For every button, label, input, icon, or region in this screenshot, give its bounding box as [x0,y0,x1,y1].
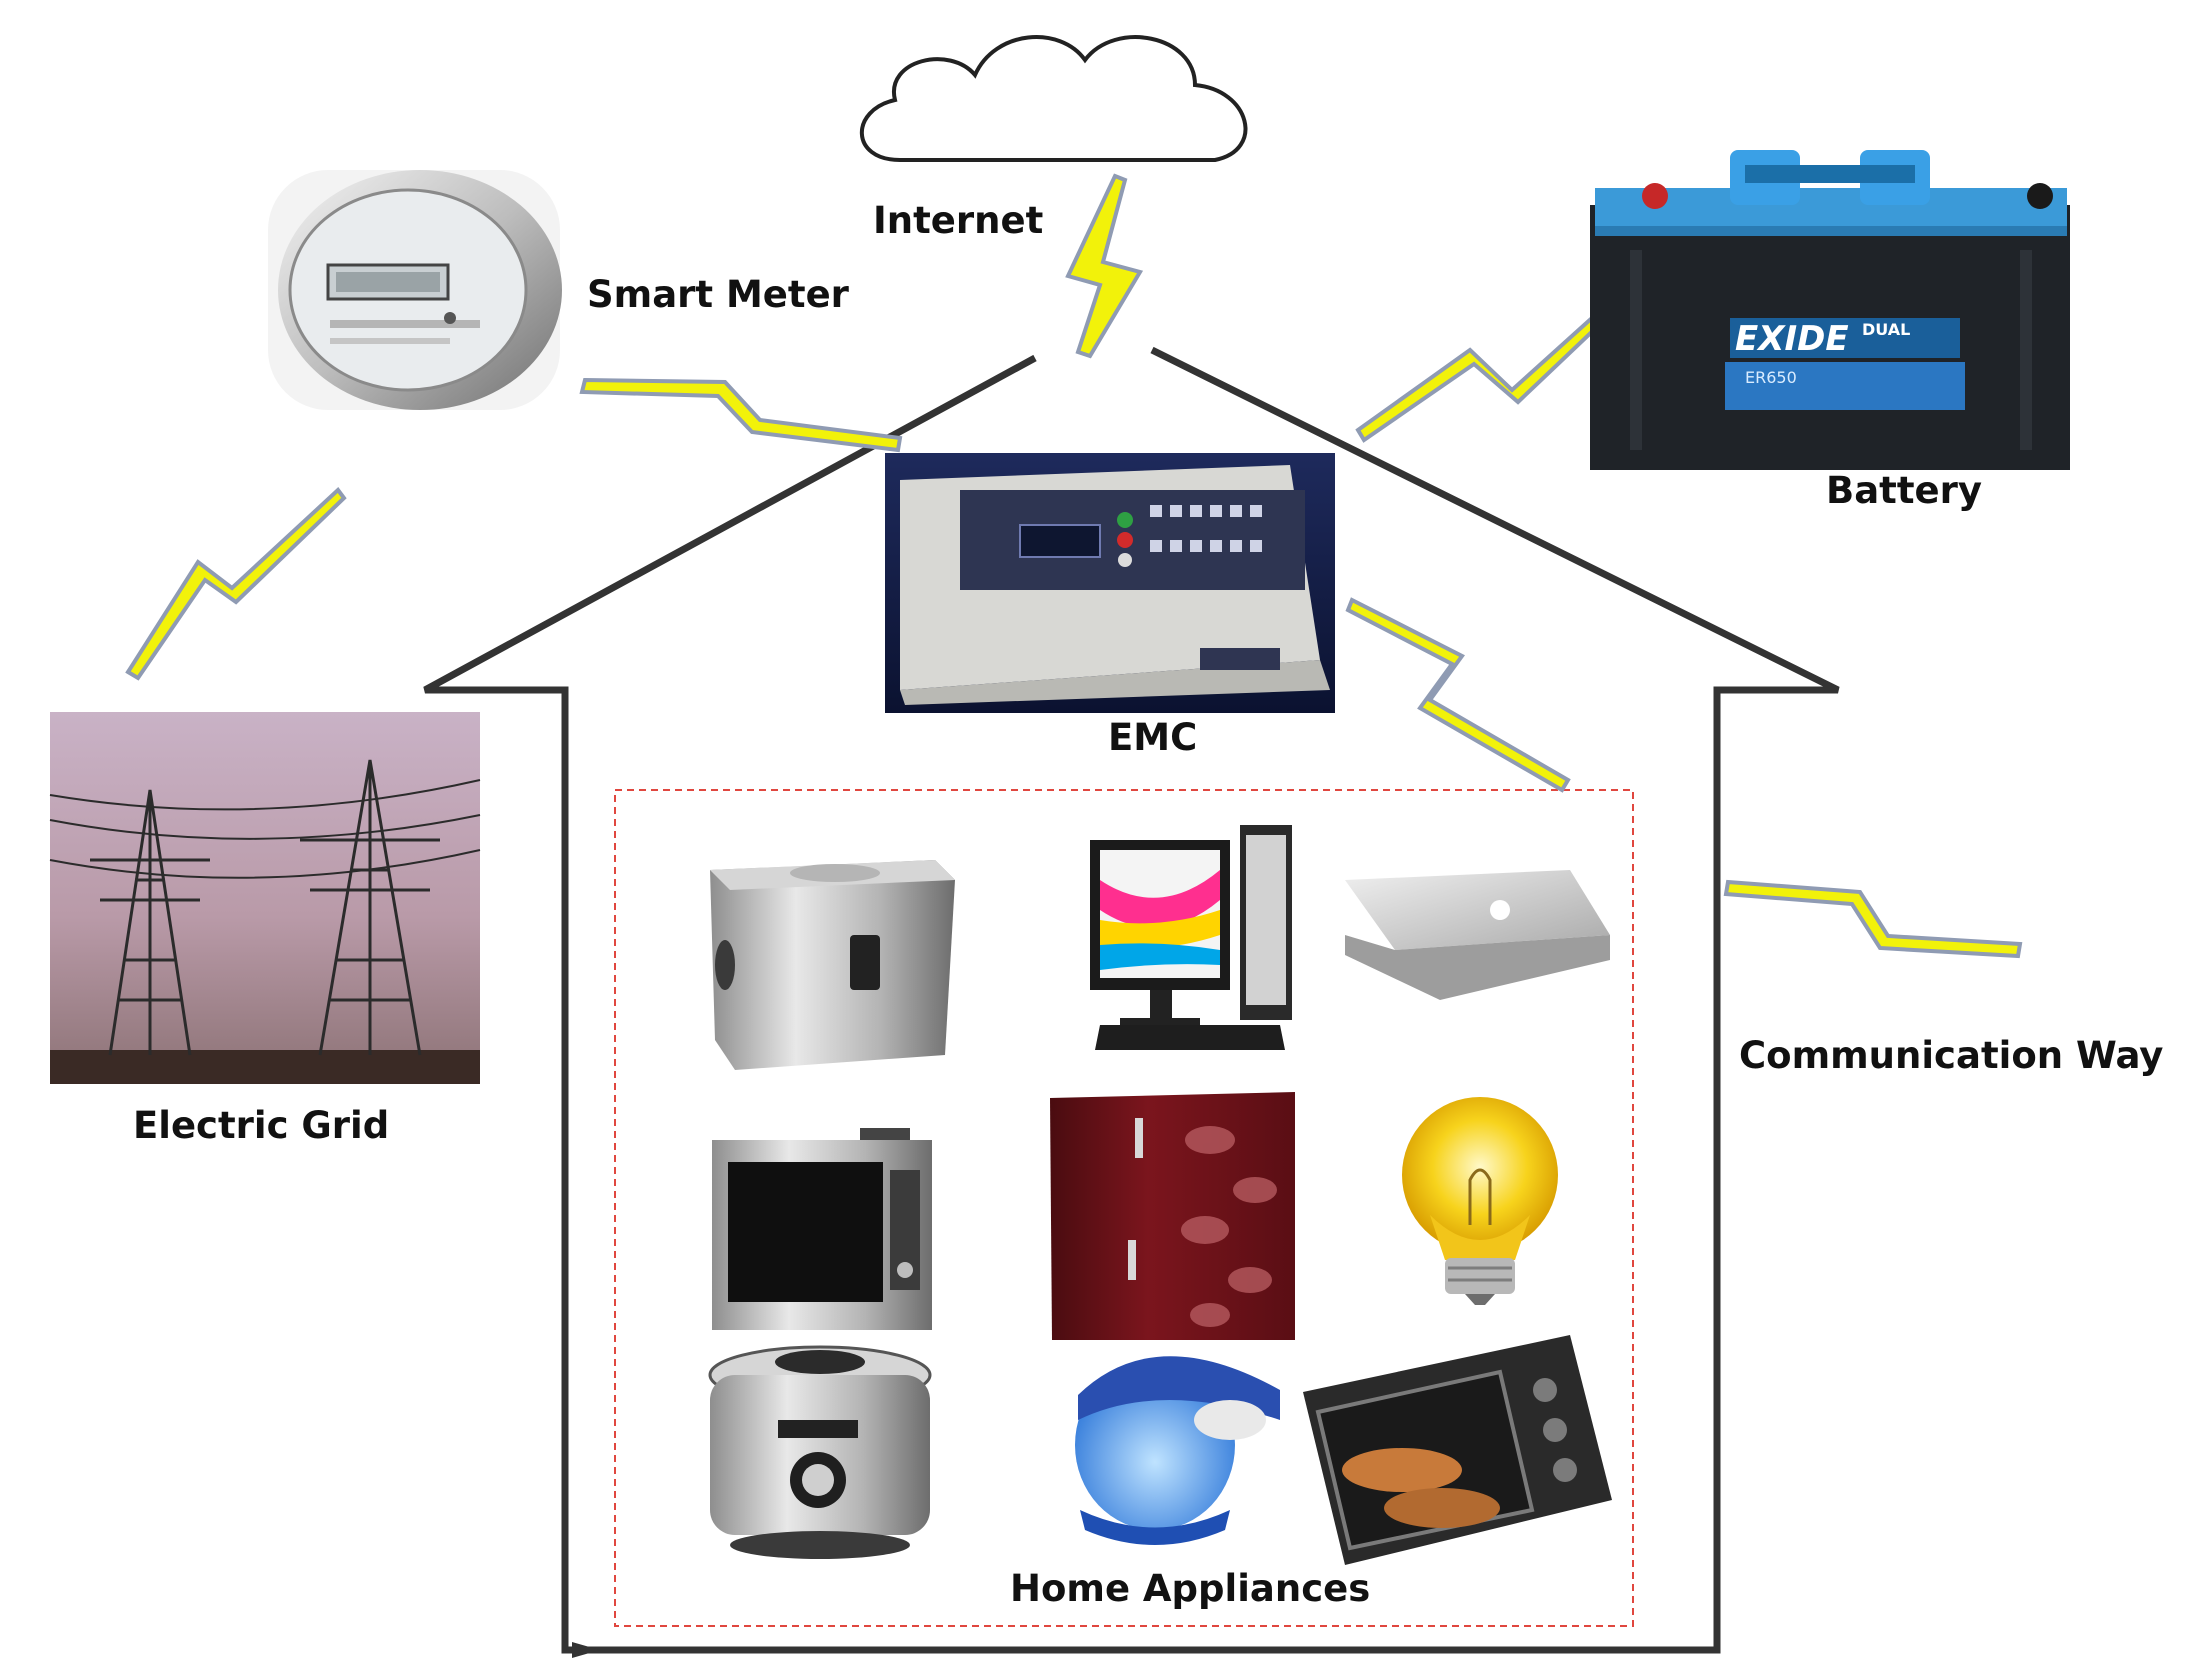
emc-controller-icon [885,453,1335,713]
battery-label: Battery [1826,469,1983,512]
lightning-bolt-icon [1345,597,1571,793]
lightning-bolt-icon [125,487,347,681]
home-appliances-label: Home Appliances [1010,1567,1371,1610]
microwave-icon [712,1128,932,1330]
lightning-bolt-icon [1723,879,2023,959]
refrigerator-icon [1050,1092,1295,1340]
battery-sub-text: DUAL [1862,320,1911,339]
lightning-bolt-icon [1355,315,1601,443]
desktop-computer-icon [1090,825,1292,1050]
ice-maker-icon [710,860,955,1070]
electric-grid-image [49,712,481,1084]
communication-way-label: Communication Way [1739,1034,2164,1077]
internet-label: Internet [873,199,1044,242]
lightning-bolt-icon [1065,173,1144,359]
laptop-icon [1345,870,1610,1000]
battery-brand-text: EXIDE [1735,319,1849,359]
light-bulb-icon [1402,1097,1558,1305]
battery-icon [1590,150,2070,470]
arrow-head-icon [572,1642,600,1658]
emc-label: EMC [1108,716,1198,759]
electric-grid-label: Electric Grid [133,1104,390,1147]
humidifier-icon [1075,1356,1280,1545]
lightning-bolt-icon [579,377,903,453]
smart-meter-icon [268,170,562,410]
smart-meter-label: Smart Meter [587,273,849,316]
cloud-icon [859,35,1248,162]
house-outline [423,346,1840,1654]
battery-model-text: ER650 [1745,368,1797,387]
appliances-box [614,789,1634,1627]
rice-cooker-icon [708,1345,932,1559]
toaster-oven-icon [1303,1335,1612,1565]
